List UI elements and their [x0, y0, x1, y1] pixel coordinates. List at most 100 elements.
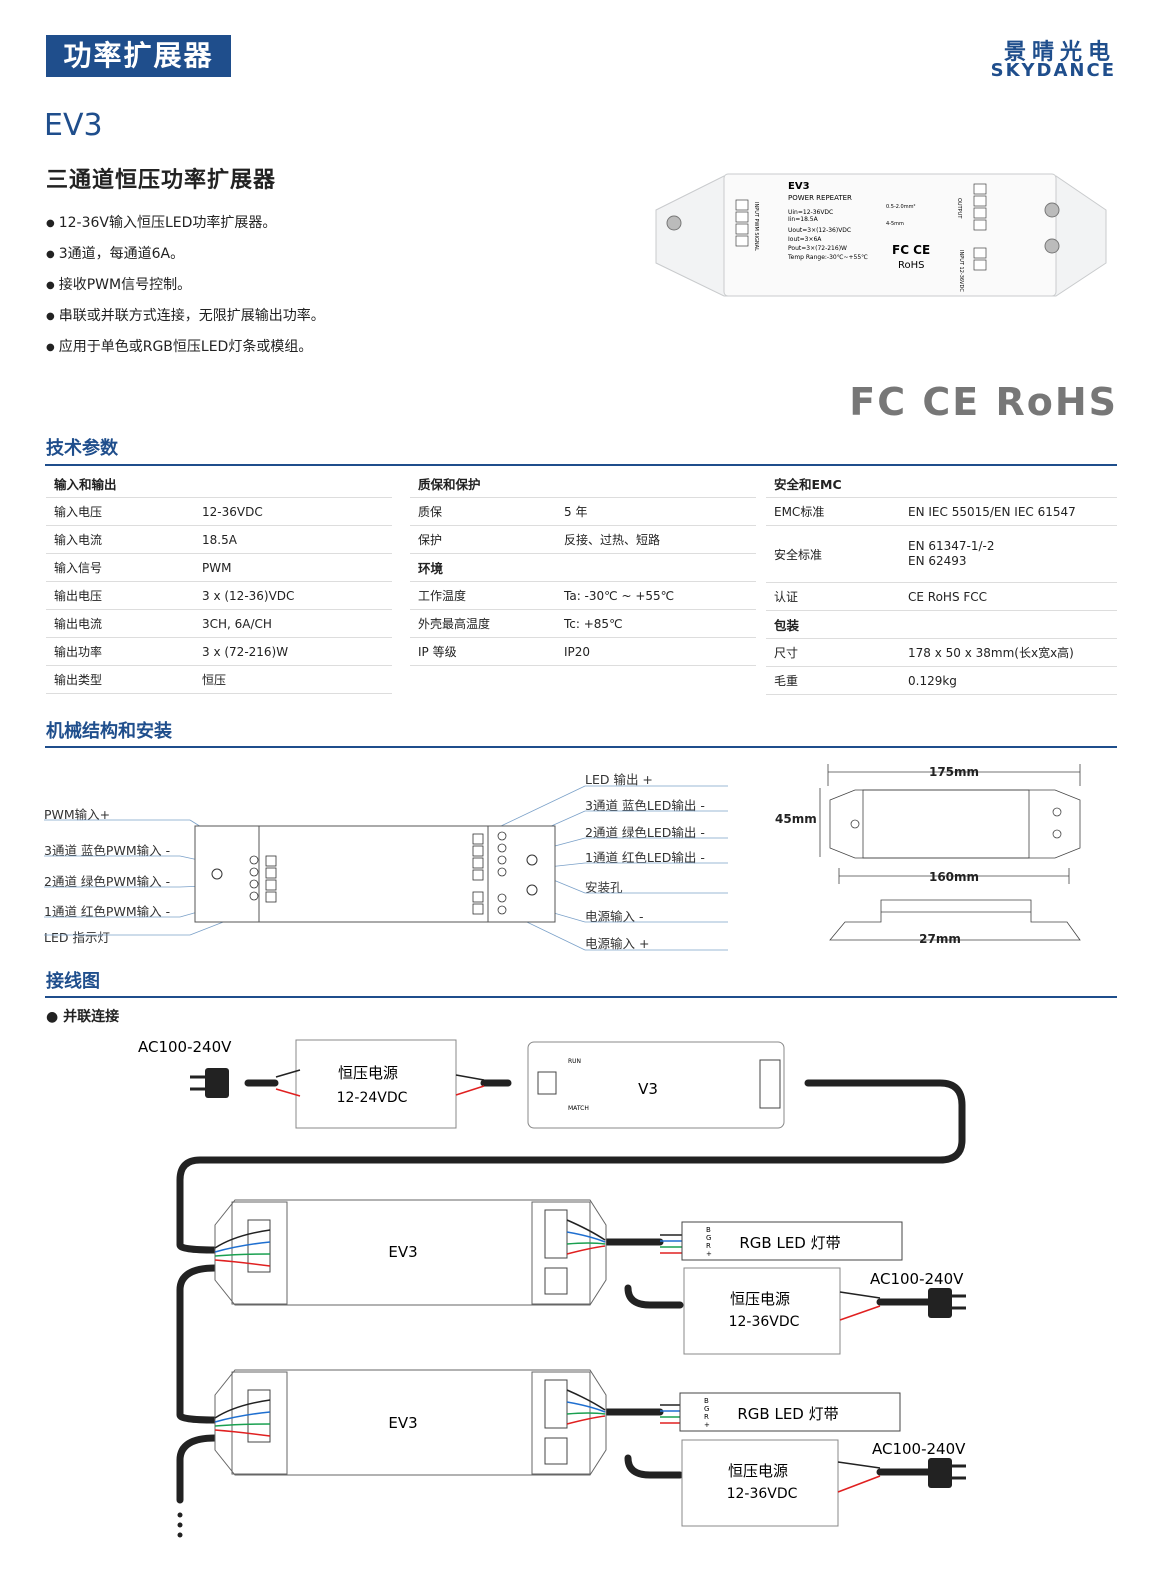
dim-height: 27mm — [919, 932, 961, 946]
spec-head: 安全和EMC — [766, 470, 1117, 498]
label-rohs: RoHS — [898, 260, 924, 271]
label-output: OUTPUT — [956, 198, 962, 219]
feature-item: 串联或并联方式连接，无限扩展输出功率。 — [46, 303, 325, 334]
feature-item: 3通道，每通道6A。 — [46, 241, 325, 272]
strip-pin: R — [704, 1413, 709, 1421]
strip-pin: G — [706, 1234, 711, 1242]
model-title: EV3 — [44, 108, 103, 143]
section-divider — [45, 746, 1117, 748]
psu-name: 恒压电源 — [728, 1462, 788, 1480]
dimension-drawing: 175mm 160mm 45mm 27mm — [775, 764, 1081, 946]
spec-head: 环境 — [410, 553, 756, 582]
brand-name-cn: 景晴光电 — [1003, 40, 1116, 65]
table-row: 保护反接、过热、短路 — [410, 525, 756, 554]
dim-length: 175mm — [929, 765, 979, 779]
mech-label: 3通道 蓝色PWM输入 - — [44, 843, 171, 858]
label-model: EV3 — [788, 181, 810, 192]
ev3-label: EV3 — [388, 1243, 417, 1261]
mech-label: LED 指示灯 — [44, 930, 110, 945]
product-image: EV3 POWER REPEATER Uin=12-36VDC Iin=18.5… — [655, 173, 1107, 297]
spec-head: 包装 — [766, 610, 1117, 639]
label-input-sig: INPUT PWM SIGNAL — [753, 202, 759, 251]
psu-voltage: 12-36VDC — [727, 1486, 798, 1502]
psu1-voltage: 12-24VDC — [337, 1090, 408, 1106]
spec-head: 输入和输出 — [46, 470, 392, 498]
ac-label: AC100-240V — [872, 1440, 966, 1458]
strip-pin: G — [704, 1405, 709, 1413]
mech-label: 2通道 绿色PWM输入 - — [44, 874, 171, 889]
feature-list: 12-36V输入恒压LED功率扩展器。 3通道，每通道6A。 接收PWM信号控制… — [46, 210, 325, 365]
mechanical-diagram — [44, 785, 728, 951]
dim-width: 45mm — [775, 812, 817, 826]
feature-item: 12-36V输入恒压LED功率扩展器。 — [46, 210, 325, 241]
label-fcce: FC CE — [892, 243, 930, 257]
spec-head: 质保和保护 — [410, 470, 756, 498]
certification-logos: FC CE RoHS — [849, 380, 1118, 424]
dim-inner: 160mm — [929, 870, 979, 884]
v3-match: MATCH — [568, 1105, 589, 1112]
mech-label: 电源输入 + — [585, 936, 650, 951]
strip-pin: B — [704, 1397, 709, 1405]
mech-label: LED 输出 + — [585, 772, 653, 787]
plug-icon — [928, 1288, 952, 1318]
mech-label: 1通道 红色PWM输入 - — [44, 904, 171, 919]
mech-label: 3通道 蓝色LED输出 - — [585, 798, 705, 813]
mech-label: 电源输入 - — [585, 909, 644, 924]
product-subtitle: 三通道恒压功率扩展器 — [46, 168, 277, 193]
rgb-strip-label: RGB LED 灯带 — [739, 1234, 840, 1252]
label-pout: Pout=3×(72-216)W — [788, 245, 847, 252]
category-badge: 功率扩展器 — [46, 35, 231, 77]
ev3-label: EV3 — [388, 1414, 417, 1432]
psu-name: 恒压电源 — [730, 1290, 790, 1308]
brand-name-en: SKYDANCE — [990, 60, 1116, 81]
wiring-mode: ● 并联连接 — [46, 1009, 120, 1025]
section-title-wiring: 接线图 — [46, 971, 100, 992]
feature-item: 应用于单色或RGB恒压LED灯条或模组。 — [46, 334, 325, 365]
ac-label: AC100-240V — [138, 1038, 232, 1056]
psu1-name: 恒压电源 — [338, 1064, 398, 1082]
section-title-mech: 机械结构和安装 — [46, 721, 172, 742]
label-iout: Iout=3×6A — [788, 236, 822, 243]
label-name: POWER REPEATER — [788, 194, 852, 202]
label-uout: Uout=3×(12-36)VDC — [788, 227, 851, 234]
psu-voltage: 12-36VDC — [729, 1314, 800, 1330]
label-wire: 0.5-2.0mm² — [886, 204, 915, 210]
wiring-diagram: 恒压电源 12-24VDC AC100-240V V3 RUN MATCH EV… — [138, 1038, 966, 1538]
table-row: 输出类型恒压 — [46, 665, 392, 694]
mech-label: 2通道 绿色LED输出 - — [585, 825, 705, 840]
v3-run: RUN — [568, 1058, 581, 1065]
label-iin: Iin=18.5A — [788, 216, 819, 223]
plug-icon — [205, 1068, 229, 1098]
strip-pin: + — [704, 1421, 710, 1429]
section-divider — [45, 996, 1117, 998]
v3-label: V3 — [638, 1080, 658, 1098]
strip-pin: + — [706, 1250, 712, 1258]
label-strip: 4-5mm — [886, 221, 904, 227]
label-uin: Uin=12-36VDC — [788, 209, 833, 216]
mech-label: 1通道 红色LED输出 - — [585, 850, 705, 865]
feature-item: 接收PWM信号控制。 — [46, 272, 325, 303]
mech-label: 安装孔 — [585, 880, 623, 895]
ac-label: AC100-240V — [870, 1270, 964, 1288]
section-title-specs: 技术参数 — [46, 438, 118, 459]
rgb-strip-label: RGB LED 灯带 — [737, 1405, 838, 1423]
label-input-dc: INPUT 12-36VDC — [958, 250, 964, 292]
